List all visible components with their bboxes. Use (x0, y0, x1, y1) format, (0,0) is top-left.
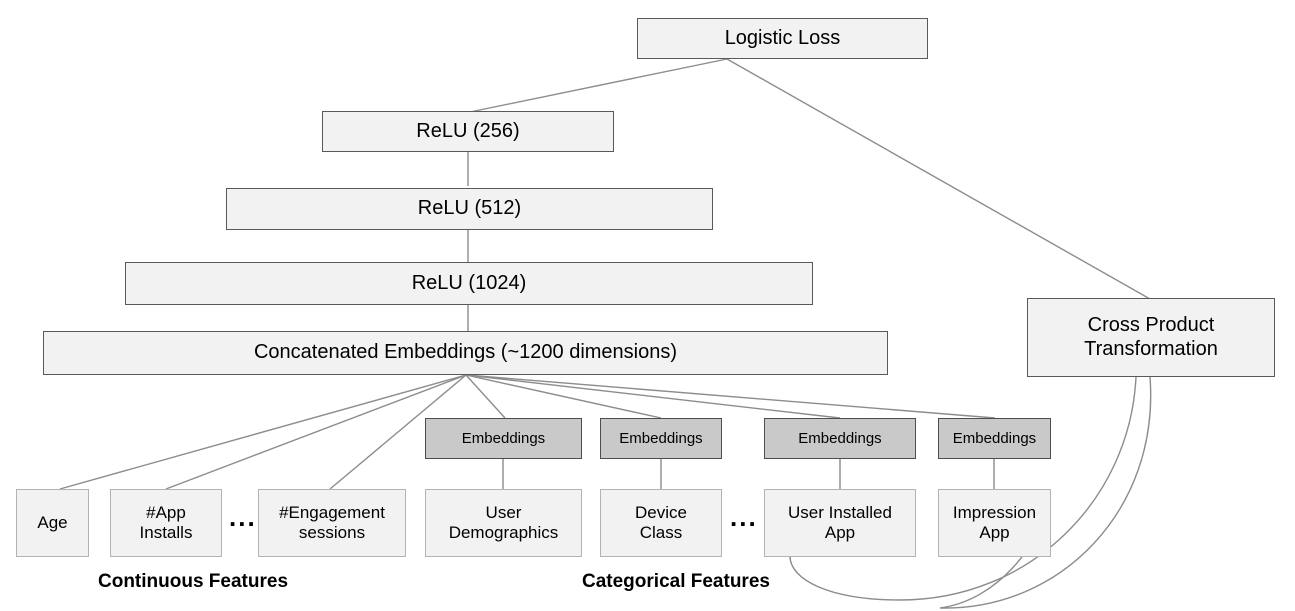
feature-app-installs-line2: Installs (139, 523, 193, 542)
feature-age[interactable]: Age (16, 489, 89, 557)
feature-user-installed-app[interactable]: User Installed App (764, 489, 916, 557)
node-relu-512[interactable]: ReLU (512) (226, 188, 713, 230)
feature-engagement-sessions[interactable]: #Engagement sessions (258, 489, 406, 557)
edge-concat-to-app-installs (165, 374, 467, 490)
embeddings-label-1: Embeddings (461, 429, 546, 447)
feature-app-installs-line1: #App (146, 502, 186, 522)
feature-user-demographics-line2: Demographics (448, 523, 559, 542)
feature-age-label: Age (37, 512, 68, 532)
node-embeddings-user-demographics[interactable]: Embeddings (425, 418, 582, 459)
feature-device-class-line2: Class (639, 523, 683, 542)
feature-impression-app[interactable]: Impression App (938, 489, 1051, 557)
feature-app-installs[interactable]: #App Installs (110, 489, 222, 557)
feature-impression-app-line1: Impression (952, 502, 1037, 522)
node-concatenated-embeddings[interactable]: Concatenated Embeddings (~1200 dimension… (43, 331, 888, 375)
relu-1024-label: ReLU (1024) (411, 271, 527, 294)
feature-device-class-line1: Device (635, 502, 687, 522)
feature-user-demographics-line1: User (485, 502, 522, 522)
embeddings-label-2: Embeddings (619, 429, 703, 447)
feature-engagement-sessions-line1: #Engagement (279, 502, 385, 522)
edge-concat-to-age (59, 374, 467, 490)
logistic-loss-label: Logistic Loss (724, 26, 841, 49)
ellipsis-continuous: ... (229, 502, 257, 532)
edge-concat-to-emb-user-installed-app (465, 374, 841, 419)
cross-product-label-line1: Cross Product (1087, 313, 1215, 336)
edge-concat-to-emb-impression-app (465, 374, 996, 419)
edge-concat-to-emb-user-demographics (465, 374, 506, 419)
cross-product-label-line2: Transformation (1084, 337, 1218, 360)
feature-user-demographics[interactable]: User Demographics (425, 489, 582, 557)
embeddings-label-4: Embeddings (952, 429, 1037, 447)
concatenated-embeddings-label: Concatenated Embeddings (~1200 dimension… (253, 341, 678, 364)
node-logistic-loss[interactable]: Logistic Loss (637, 18, 928, 59)
ellipsis-categorical: ... (730, 502, 758, 532)
relu-256-label: ReLU (256) (416, 119, 520, 142)
group-label-continuous-features: Continuous Features (98, 571, 289, 592)
node-cross-product-transformation[interactable]: Cross Product Transformation (1027, 298, 1275, 377)
node-relu-1024[interactable]: ReLU (1024) (125, 262, 813, 305)
node-embeddings-device-class[interactable]: Embeddings (600, 418, 722, 459)
feature-device-class[interactable]: Device Class (600, 489, 722, 557)
edge-loss-to-relu256 (469, 58, 728, 113)
feature-engagement-sessions-line2: sessions (298, 523, 366, 542)
feature-user-installed-app-line1: User Installed (788, 502, 892, 522)
node-embeddings-impression-app[interactable]: Embeddings (938, 418, 1051, 459)
node-embeddings-user-installed-app[interactable]: Embeddings (764, 418, 916, 459)
feature-user-installed-app-line2: App (824, 523, 856, 542)
relu-512-label: ReLU (512) (417, 197, 522, 220)
node-relu-256[interactable]: ReLU (256) (322, 111, 614, 152)
edge-concat-to-emb-device-class (465, 374, 662, 419)
embeddings-label-3: Embeddings (798, 429, 882, 447)
group-label-categorical-features: Categorical Features (582, 571, 770, 592)
feature-impression-app-line2: App (979, 523, 1010, 542)
